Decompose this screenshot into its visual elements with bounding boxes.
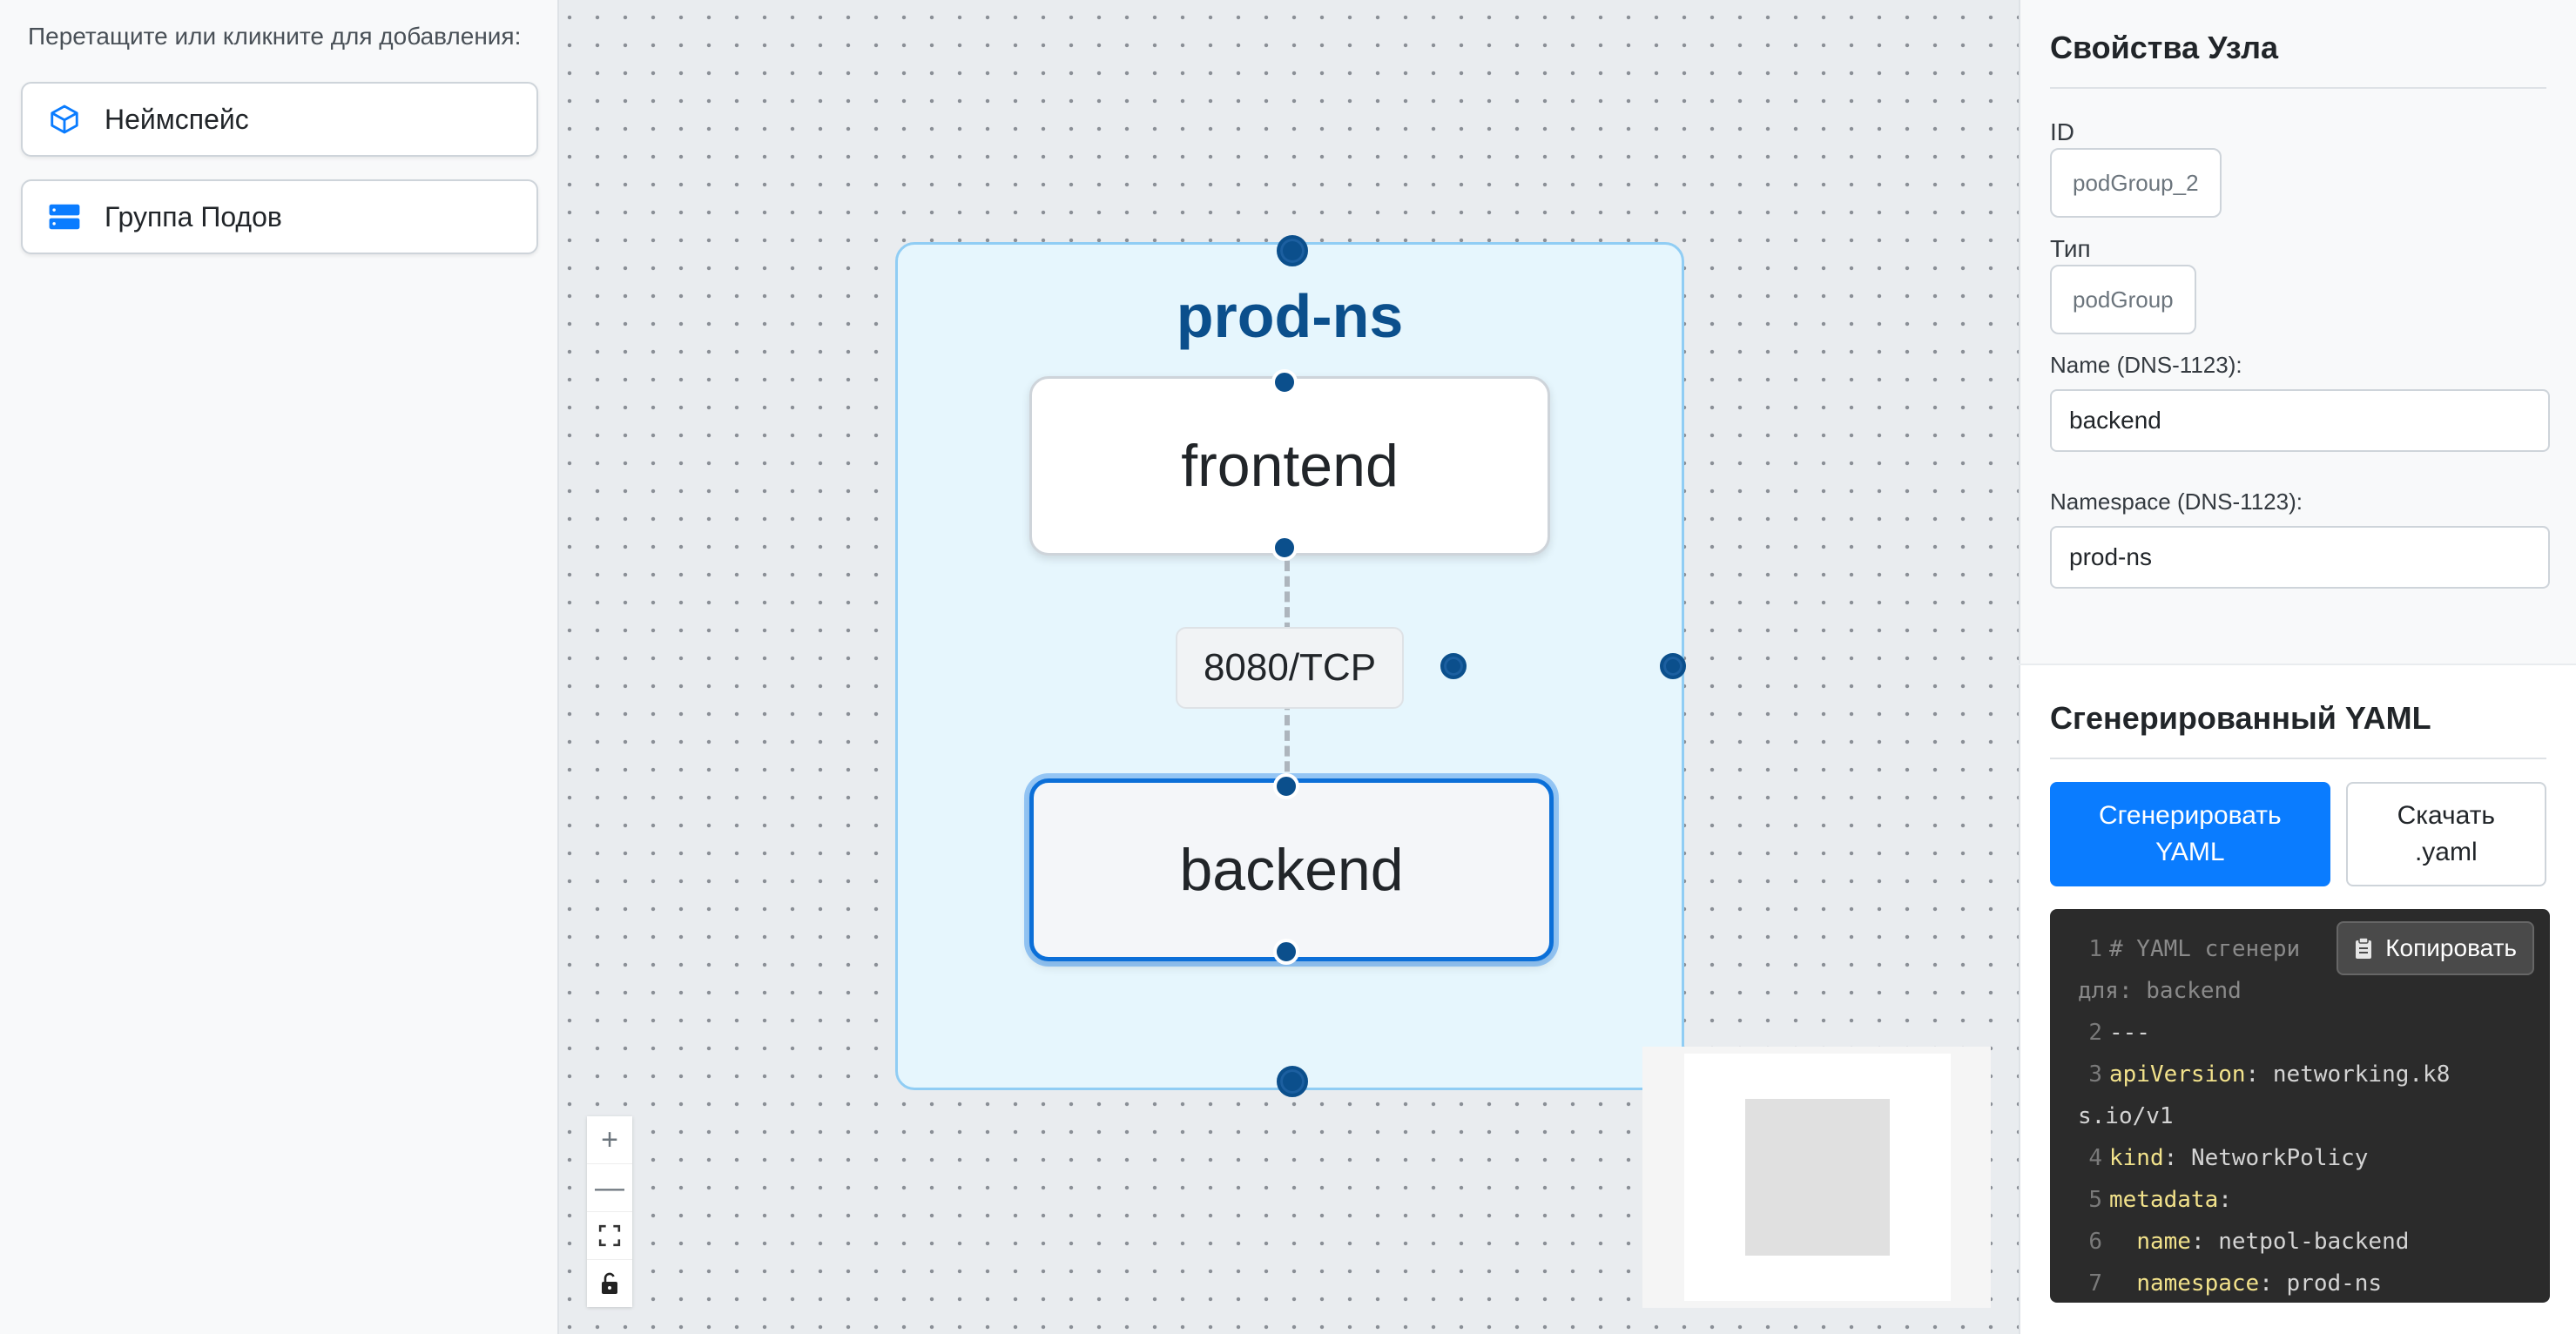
- type-value: podGroup: [2050, 265, 2196, 334]
- namespace-title: prod-ns: [1176, 282, 1404, 350]
- lock-toggle-button[interactable]: [587, 1260, 632, 1307]
- namespace-handle-bottom[interactable]: [1277, 1066, 1308, 1097]
- palette-item-namespace[interactable]: Неймспейс: [21, 82, 538, 157]
- backend-handle-top[interactable]: [1273, 773, 1299, 799]
- button-label-line: .yaml: [2414, 838, 2478, 866]
- type-label: Тип: [2050, 235, 2091, 262]
- palette-item-label: Неймспейс: [105, 103, 249, 135]
- unlock-icon: [602, 1272, 617, 1294]
- button-label-line: Скачать: [2397, 801, 2496, 830]
- id-label: ID: [2050, 118, 2074, 145]
- yaml-title: Сгенерированный YAML: [2050, 665, 2546, 759]
- node-label: frontend: [1181, 433, 1399, 499]
- yaml-panel: Сгенерированный YAML Сгенерировать YAML …: [2019, 665, 2576, 1334]
- pod-node-backend[interactable]: backend: [1029, 778, 1554, 961]
- minimap-node: [1745, 1099, 1890, 1256]
- server-stack-icon: [47, 199, 82, 234]
- canvas-controls: + —: [587, 1116, 632, 1307]
- code-line: 6 name: netpol-backend: [2088, 1229, 2410, 1255]
- namespace-handle-top[interactable]: [1277, 235, 1308, 266]
- fit-view-icon: [598, 1224, 621, 1247]
- namespace-handle-left[interactable]: [1440, 653, 1467, 679]
- fit-view-button[interactable]: [587, 1212, 632, 1260]
- namespace-label: Namespace (DNS-1123):: [2050, 488, 2303, 515]
- code-line-wrap: s.io/v1: [2078, 1103, 2174, 1129]
- name-input[interactable]: [2050, 389, 2550, 452]
- zoom-out-button[interactable]: —: [587, 1164, 632, 1212]
- node-palette: Перетащите или кликните для добавления: …: [0, 0, 559, 1334]
- generate-yaml-button[interactable]: Сгенерировать YAML: [2050, 782, 2330, 886]
- namespace-input[interactable]: [2050, 526, 2550, 589]
- copy-button[interactable]: Копировать: [2337, 921, 2534, 975]
- button-label-line: YAML: [2155, 838, 2225, 866]
- palette-hint: Перетащите или кликните для добавления:: [28, 23, 522, 50]
- flow-canvas[interactable]: prod-ns frontend 8080/TCP backend: [559, 0, 2019, 1334]
- palette-item-pod-group[interactable]: Группа Подов: [21, 179, 538, 254]
- id-value: podGroup_2: [2050, 148, 2222, 218]
- code-line: 1# YAML сгенери: [2088, 936, 2301, 962]
- palette-item-label: Группа Подов: [105, 200, 282, 232]
- download-yaml-button[interactable]: Скачать .yaml: [2345, 782, 2546, 886]
- edge-label[interactable]: 8080/TCP: [1176, 627, 1404, 709]
- node-label: backend: [1179, 837, 1404, 903]
- code-line: 2---: [2088, 1020, 2150, 1046]
- button-label-line: Сгенерировать: [2098, 801, 2282, 830]
- namespace-handle-right[interactable]: [1660, 653, 1686, 679]
- copy-label: Копировать: [2385, 934, 2517, 961]
- name-label: Name (DNS-1123):: [2050, 352, 2242, 378]
- minimap[interactable]: [1642, 1047, 1991, 1308]
- frontend-handle-top[interactable]: [1271, 369, 1298, 395]
- properties-title: Свойства Узла: [2050, 0, 2546, 89]
- backend-handle-bottom[interactable]: [1273, 939, 1299, 965]
- cube-icon: [47, 102, 82, 137]
- zoom-in-button[interactable]: +: [587, 1116, 632, 1164]
- code-line-wrap: для: backend: [2078, 978, 2242, 1004]
- yaml-code-block[interactable]: Копировать 1# YAML сгенери для: backend …: [2050, 909, 2550, 1303]
- clipboard-icon: [2356, 937, 2372, 959]
- frontend-handle-bottom[interactable]: [1271, 535, 1298, 561]
- code-line: 7 namespace: prod-ns: [2088, 1270, 2383, 1297]
- pod-node-frontend[interactable]: frontend: [1029, 376, 1550, 556]
- node-properties-panel: Свойства Узла ID podGroup_2 Тип podGroup…: [2019, 0, 2576, 664]
